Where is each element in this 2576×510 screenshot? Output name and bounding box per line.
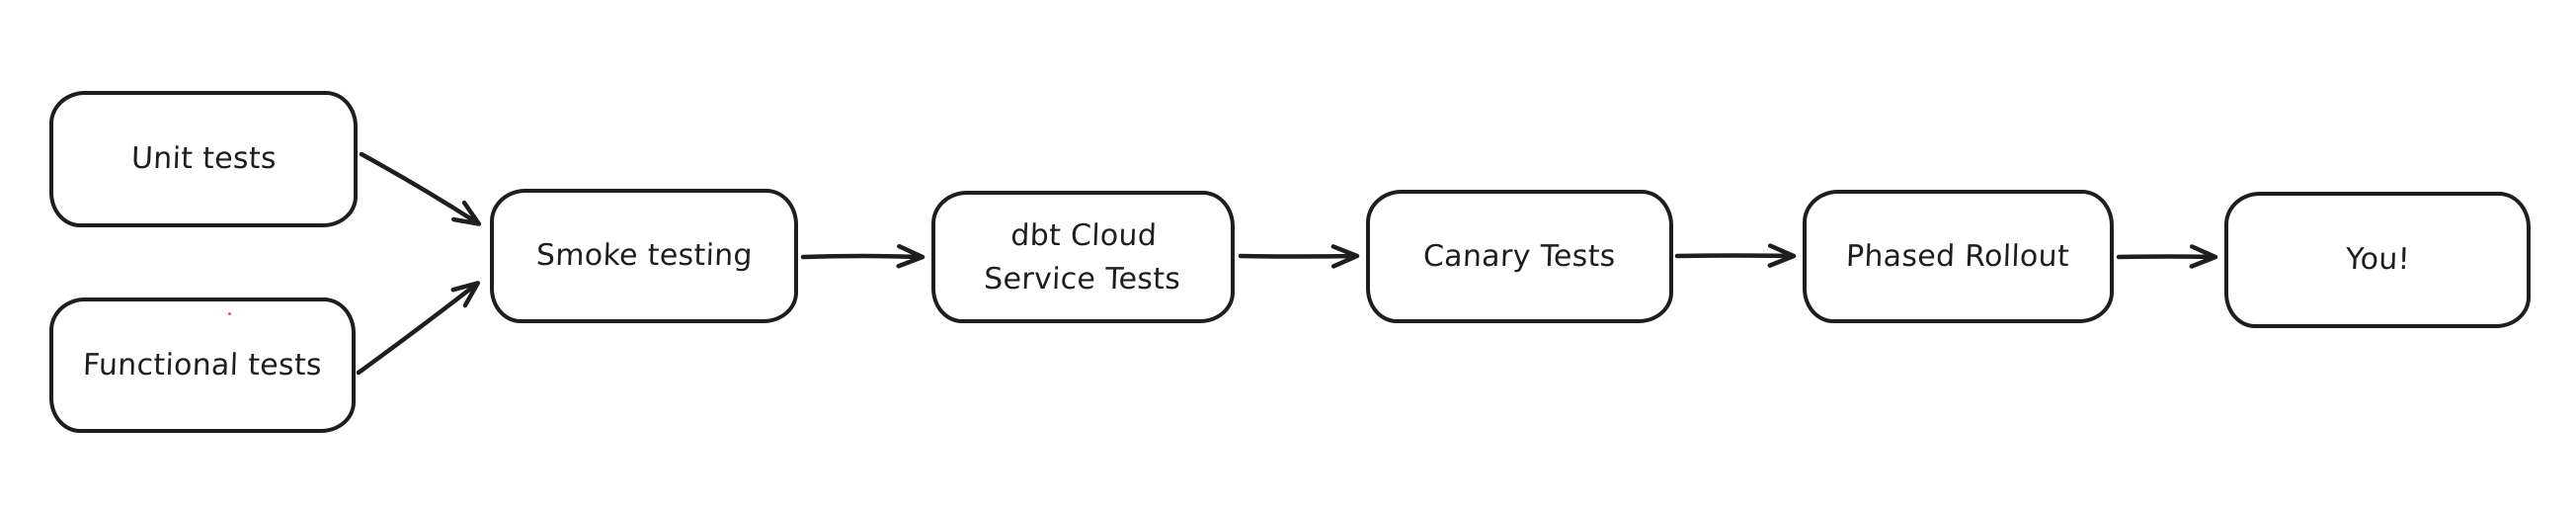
edge-phased-rollout-to-you: [2116, 244, 2218, 269]
node-you: You!: [2224, 192, 2531, 328]
node-smoke-testing: Smoke testing: [490, 189, 798, 323]
edge-unit-tests-to-smoke-testing: [359, 151, 482, 226]
node-dbt-cloud-service-tests-label: dbt Cloud Service Tests: [983, 217, 1181, 297]
node-canary-tests-label: Canary Tests: [1422, 238, 1617, 274]
edge-smoke-testing-to-dbt-cloud: [800, 243, 926, 269]
node-phased-rollout-label: Phased Rollout: [1845, 238, 2071, 274]
node-functional-tests: Functional tests: [49, 298, 356, 433]
edge-canary-tests-to-phased-rollout: [1674, 243, 1797, 268]
node-unit-tests: Unit tests: [49, 91, 358, 227]
node-canary-tests: Canary Tests: [1366, 190, 1673, 323]
edge-dbt-cloud-to-canary-tests: [1238, 244, 1360, 269]
node-unit-tests-label: Unit tests: [129, 141, 278, 177]
edge-functional-tests-to-smoke-testing: [356, 281, 481, 376]
node-smoke-testing-label: Smoke testing: [534, 238, 754, 274]
node-phased-rollout: Phased Rollout: [1803, 190, 2114, 323]
stray-red-dot: [228, 312, 231, 315]
node-functional-tests-label: Functional tests: [82, 347, 323, 382]
node-dbt-cloud-service-tests: dbt Cloud Service Tests: [931, 191, 1235, 323]
node-you-label: You!: [2344, 242, 2411, 278]
